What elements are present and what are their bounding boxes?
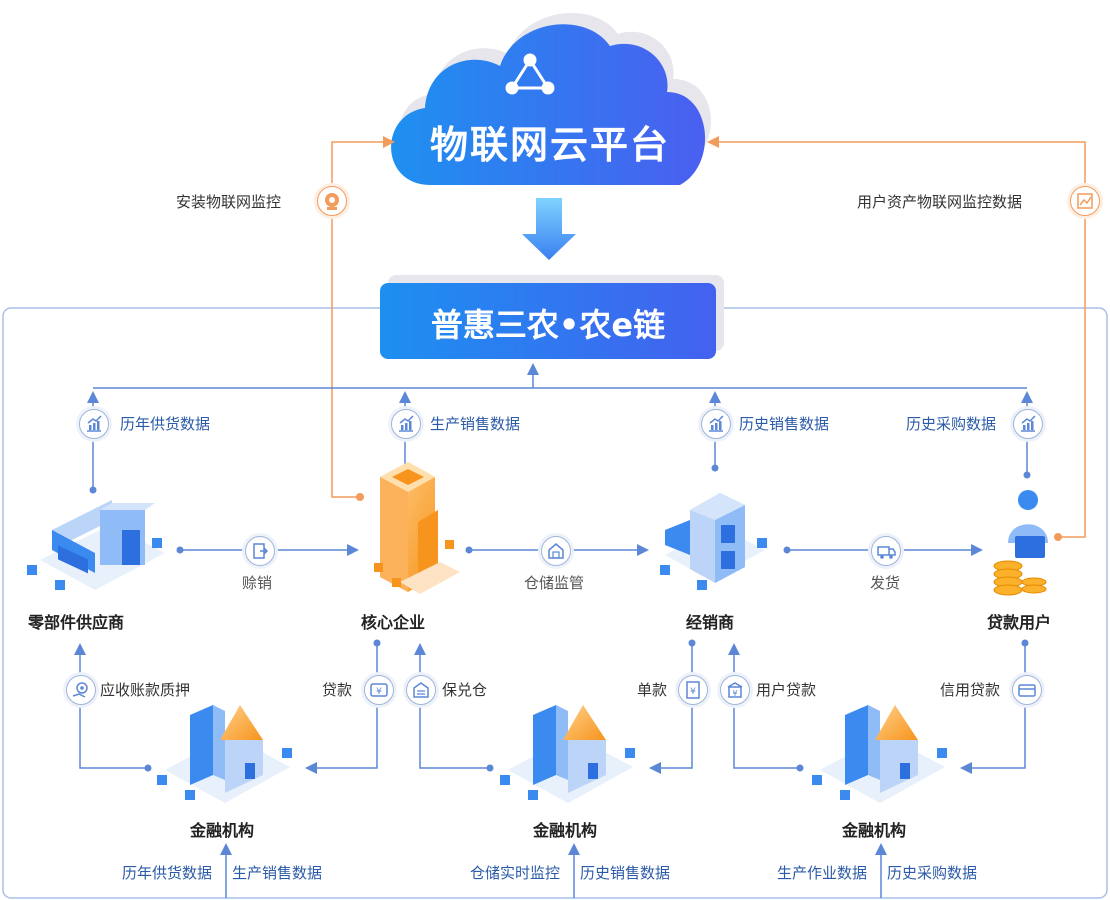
orange-lines [331, 136, 1086, 538]
cloud-shape [391, 12, 711, 185]
core-data-label: 生产销售数据 [430, 415, 521, 433]
banner-title: 普惠三农•农e链 [430, 306, 666, 344]
flow-label: 仓储监管 [524, 574, 585, 592]
flow-label: 赊销 [242, 574, 273, 592]
bank-icon [165, 705, 945, 803]
bottom-data-label: 历年供货数据 [122, 864, 213, 882]
supplier-data-label: 历年供货数据 [120, 415, 211, 433]
bottom-data-label: 仓储实时监控 [470, 864, 561, 882]
top-bus [87, 363, 1033, 490]
node-borrower: 贷款用户 [987, 613, 1052, 632]
transfer-icon [245, 536, 275, 566]
cube-deco [27, 538, 162, 590]
banner-box [380, 283, 716, 359]
node-bank: 金融机构 [190, 821, 255, 840]
node-core: 核心企业 [361, 613, 426, 632]
house-icon [665, 493, 765, 583]
bottom-data-label: 历史销售数据 [580, 864, 671, 882]
finance-label: 用户贷款 [756, 681, 817, 699]
tower-icon [380, 462, 460, 594]
install-monitor-label: 安装物联网监控 [176, 193, 282, 211]
outer-frame [2, 307, 1108, 899]
user-coins-icon [993, 490, 1048, 596]
chart-icon [1013, 409, 1043, 439]
yuan-icon: ¥ [364, 675, 394, 705]
node-bank: 金融机构 [533, 821, 598, 840]
flow-label: 发货 [870, 574, 901, 592]
finance-label: 单款 [637, 681, 668, 699]
node-supplier: 零部件供应商 [28, 613, 125, 632]
bottom-data-label: 生产销售数据 [232, 864, 323, 882]
building-icon [40, 500, 165, 590]
borrower-data-label: 历史采购数据 [906, 415, 997, 433]
node-bank: 金融机构 [842, 821, 907, 840]
truck-icon [871, 536, 901, 566]
cloud-title: 物联网云平台 [429, 123, 670, 167]
dealer-data-label: 历史销售数据 [739, 415, 830, 433]
bottom-data-label: 历史采购数据 [887, 864, 978, 882]
finance-label: 信用贷款 [940, 681, 1001, 699]
svg-text:¥: ¥ [376, 687, 382, 697]
finance-label: 保兑仓 [442, 681, 488, 699]
bottom-feed-lines [220, 843, 887, 898]
cloud-network-icon [505, 53, 555, 95]
chart-icon [391, 409, 421, 439]
warehouse-icon [406, 675, 436, 705]
finance-label: 贷款 [322, 681, 353, 699]
chart-icon [701, 409, 731, 439]
camera-icon [317, 186, 347, 216]
chart-icon [1070, 186, 1100, 216]
finance-label: 应收账款质押 [100, 681, 191, 699]
svg-text:¥: ¥ [690, 687, 696, 697]
arrow-down-icon [522, 198, 576, 260]
svg-text:¥: ¥ [732, 689, 737, 698]
bottom-data-label: 生产作业数据 [777, 864, 868, 882]
yuan-icon: ¥ [678, 675, 708, 705]
chart-icon [79, 409, 109, 439]
credit-card-icon [1012, 675, 1042, 705]
warehouse-icon [541, 536, 571, 566]
yuan-icon: ¥ [720, 675, 750, 705]
gear-hand-icon [66, 675, 96, 705]
node-dealer: 经销商 [686, 613, 735, 632]
user-asset-data-label: 用户资产物联网监控数据 [857, 193, 1023, 211]
